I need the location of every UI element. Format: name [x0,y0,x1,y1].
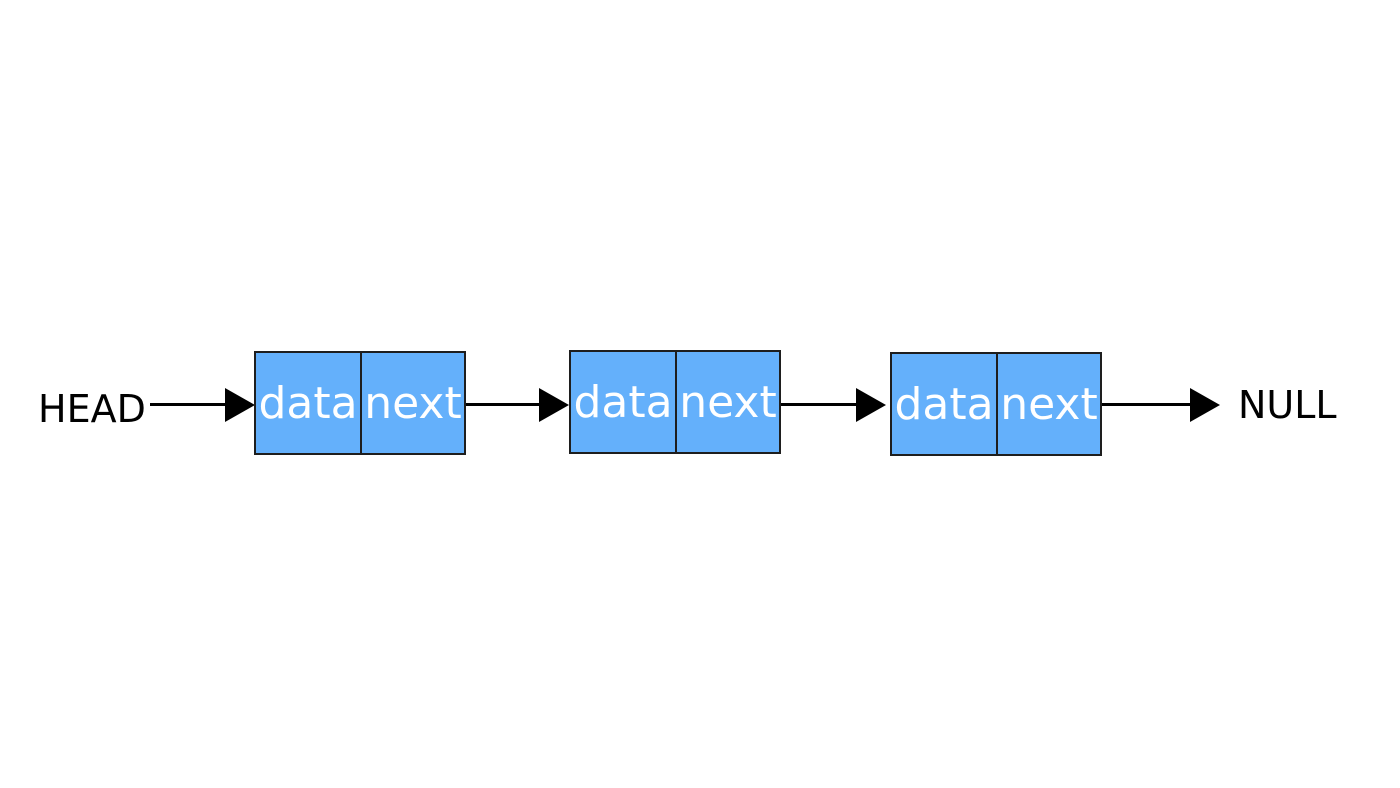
node2-to-node3-arrow-head [856,388,886,422]
node1-to-node2-arrow-line [466,403,544,406]
node-3-next-cell: next [996,354,1100,454]
node-3-data-cell: data [894,378,994,430]
node-1-next-cell: next [360,353,464,453]
node3-to-null-arrow-head [1190,388,1220,422]
list-node-3: data next [890,352,1102,456]
null-label: NULL [1238,383,1337,427]
node-2-data-cell: data [573,376,673,428]
head-to-node1-arrow-head [225,388,255,422]
list-node-1: data next [254,351,466,455]
node-2-next-cell: next [675,352,779,452]
node3-to-null-arrow-line [1102,403,1194,406]
head-to-node1-arrow-line [150,403,230,406]
node1-to-node2-arrow-head [539,388,569,422]
node-1-data-cell: data [258,377,358,429]
node2-to-node3-arrow-line [781,403,861,406]
head-label: HEAD [38,387,146,431]
list-node-2: data next [569,350,781,454]
